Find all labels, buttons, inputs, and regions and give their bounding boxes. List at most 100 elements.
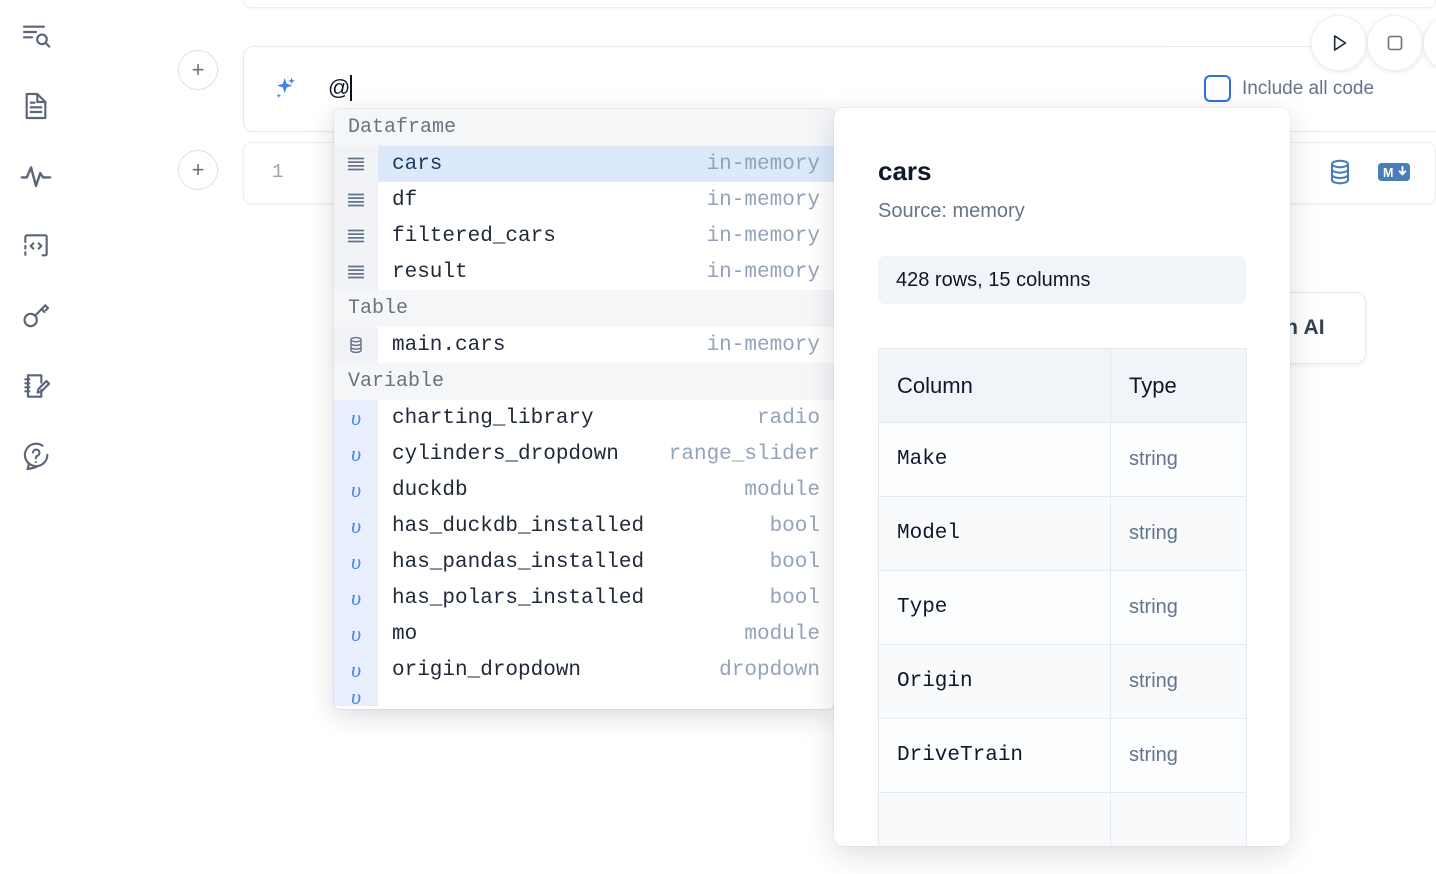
stop-button[interactable]: [1367, 15, 1423, 71]
ai-hint-card-label: h AI: [1285, 316, 1325, 339]
mention-item-has-polars-installed[interactable]: υ has_polars_installed bool: [334, 580, 834, 616]
schema-column-type: [1110, 792, 1247, 846]
schema-column-type: string: [1110, 644, 1247, 719]
include-all-code-label: Include all code: [1242, 77, 1375, 99]
preview-source: Source: memory: [878, 200, 1025, 222]
mention-group-header: Table: [334, 290, 834, 327]
database-icon[interactable]: [1325, 157, 1355, 192]
mention-item-name: has_pandas_installed: [392, 550, 645, 574]
variable-icon: υ: [334, 652, 378, 688]
mention-group-header: Dataframe: [334, 109, 834, 146]
mention-item-body: has_polars_installed bool: [378, 580, 834, 616]
schema-column-type: string: [1110, 496, 1247, 571]
mention-item-kind: radio: [756, 406, 820, 430]
column-header-type: Type: [1110, 348, 1247, 423]
mention-item-name: mo: [392, 622, 418, 646]
mention-item-name: cylinders_dropdown: [392, 442, 619, 466]
mention-item-kind: range_slider: [668, 442, 820, 466]
mention-group-header: Variable: [334, 363, 834, 400]
mention-item-body: charting_library radio: [378, 400, 834, 436]
mention-item-kind: in-memory: [706, 260, 820, 284]
variable-icon: υ: [334, 400, 378, 436]
variable-icon: υ: [334, 508, 378, 544]
run-button[interactable]: [1311, 15, 1367, 71]
variable-icon: υ: [334, 616, 378, 652]
file-explorer-search-icon[interactable]: [14, 14, 58, 58]
variable-icon: υ: [334, 688, 378, 706]
dataframe-rows-icon: [334, 254, 378, 290]
add-cell-above-button[interactable]: +: [178, 50, 218, 90]
mention-item-name: duckdb: [392, 478, 468, 502]
preview-shape-badge: 428 rows, 15 columns: [878, 256, 1246, 304]
help-question-icon[interactable]: [14, 434, 58, 478]
mention-item-kind: module: [744, 478, 820, 502]
mention-item-body: has_pandas_installed bool: [378, 544, 834, 580]
mention-item-result[interactable]: result in-memory: [334, 254, 834, 290]
schema-column-type: string: [1110, 718, 1247, 793]
activity-pulse-icon[interactable]: [14, 154, 58, 198]
include-all-code-toggle[interactable]: Include all code: [1204, 75, 1374, 102]
mention-item-partial[interactable]: υ: [334, 688, 834, 706]
mention-item-name: has_duckdb_installed: [392, 514, 645, 538]
variable-icon: υ: [334, 580, 378, 616]
scratchpad-edit-icon[interactable]: [14, 364, 58, 408]
mention-item-has-pandas-installed[interactable]: υ has_pandas_installed bool: [334, 544, 834, 580]
line-number: 1: [272, 161, 284, 183]
add-cell-below-button[interactable]: +: [178, 150, 218, 190]
include-all-code-checkbox[interactable]: [1204, 75, 1231, 102]
mention-item-kind: in-memory: [706, 152, 820, 176]
preview-title: cars: [878, 156, 932, 186]
mention-item-cylinders-dropdown[interactable]: υ cylinders_dropdown range_slider: [334, 436, 834, 472]
mention-item-name: charting_library: [392, 406, 594, 430]
cell-action-icons: M: [1325, 157, 1411, 192]
mention-item-name: df: [392, 188, 418, 212]
mention-item-name: result: [392, 260, 468, 284]
mention-item-kind: module: [744, 622, 820, 646]
variable-icon: υ: [334, 544, 378, 580]
code-brackets-icon[interactable]: [14, 224, 58, 268]
ai-prompt-input[interactable]: @: [328, 75, 353, 101]
mention-item-kind: bool: [769, 514, 820, 538]
variable-icon: υ: [334, 436, 378, 472]
mention-item-charting-library[interactable]: υ charting_library radio: [334, 400, 834, 436]
dataframe-rows-icon: [334, 218, 378, 254]
dataframe-preview-panel: cars Source: memory 428 rows, 15 columns…: [834, 108, 1290, 846]
markdown-down-icon[interactable]: M: [1377, 160, 1411, 189]
mention-item-name: filtered_cars: [392, 224, 556, 248]
svg-text:M: M: [1383, 166, 1393, 180]
mention-item-kind: bool: [769, 586, 820, 610]
mention-item-kind: in-memory: [706, 224, 820, 248]
table-row-partial: [878, 792, 1247, 846]
mention-item-kind: dropdown: [719, 658, 820, 682]
schema-column-type: string: [1110, 422, 1247, 497]
mention-item-has-duckdb-installed[interactable]: υ has_duckdb_installed bool: [334, 508, 834, 544]
mention-item-name: has_polars_installed: [392, 586, 645, 610]
mention-item-body: cylinders_dropdown range_slider: [378, 436, 834, 472]
schema-column-name: Origin: [878, 644, 1111, 719]
mention-item-name: origin_dropdown: [392, 658, 582, 682]
key-icon[interactable]: [14, 294, 58, 338]
mention-item-kind: [789, 688, 820, 706]
mention-item-kind: in-memory: [706, 333, 820, 357]
mention-item-body: has_duckdb_installed bool: [378, 508, 834, 544]
mention-item-origin-dropdown[interactable]: υ origin_dropdown dropdown: [334, 652, 834, 688]
document-icon[interactable]: [14, 84, 58, 128]
mention-item-filtered-cars[interactable]: filtered_cars in-memory: [334, 218, 834, 254]
mention-item-kind: bool: [769, 550, 820, 574]
schema-column-name: Type: [878, 570, 1111, 645]
schema-column-name: DriveTrain: [878, 718, 1111, 793]
dataframe-rows-icon: [334, 146, 378, 182]
